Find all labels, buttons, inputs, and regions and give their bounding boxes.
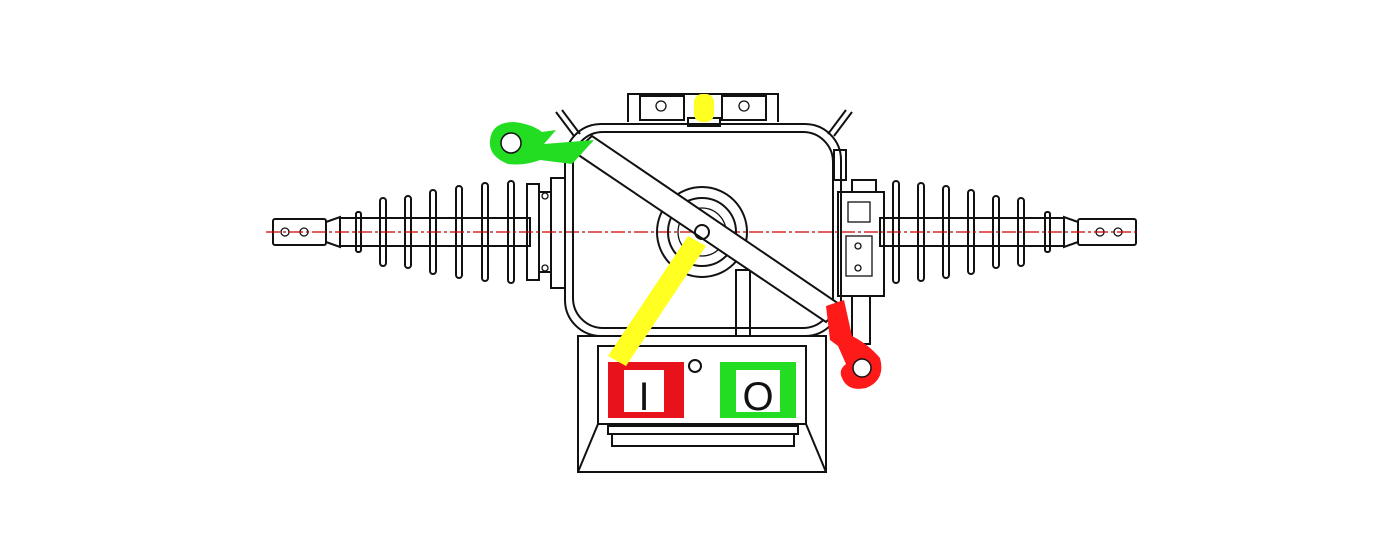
right-bushing bbox=[833, 149, 1137, 345]
open-indicator-label: O bbox=[742, 375, 773, 419]
housing-outer bbox=[577, 335, 827, 473]
open-handle-icon bbox=[489, 122, 594, 165]
lever-pivot bbox=[694, 224, 710, 240]
shaft-position-marker bbox=[608, 236, 706, 366]
tank-inner bbox=[572, 131, 834, 329]
left-lifting-lug bbox=[555, 111, 575, 137]
left-bushing bbox=[272, 177, 566, 289]
open-handle bbox=[489, 122, 594, 165]
indicator-pivot bbox=[688, 359, 702, 373]
top-position-marker bbox=[694, 94, 714, 122]
right-insulator-core bbox=[879, 217, 1065, 247]
close-handle bbox=[826, 300, 882, 389]
close-indicator-label: I bbox=[638, 375, 649, 419]
operating-lever bbox=[572, 134, 844, 324]
left-flange-mount bbox=[550, 177, 566, 289]
close-handle-icon bbox=[826, 300, 882, 389]
indicator-housing bbox=[577, 335, 827, 473]
close-indicator: I bbox=[608, 362, 684, 419]
right-lifting-lug bbox=[833, 111, 853, 137]
tank-boss-outer bbox=[656, 186, 748, 278]
main-tank bbox=[564, 123, 842, 337]
top-mounting-bracket bbox=[627, 93, 779, 127]
housing-window bbox=[597, 345, 807, 425]
open-indicator: O bbox=[720, 362, 796, 419]
